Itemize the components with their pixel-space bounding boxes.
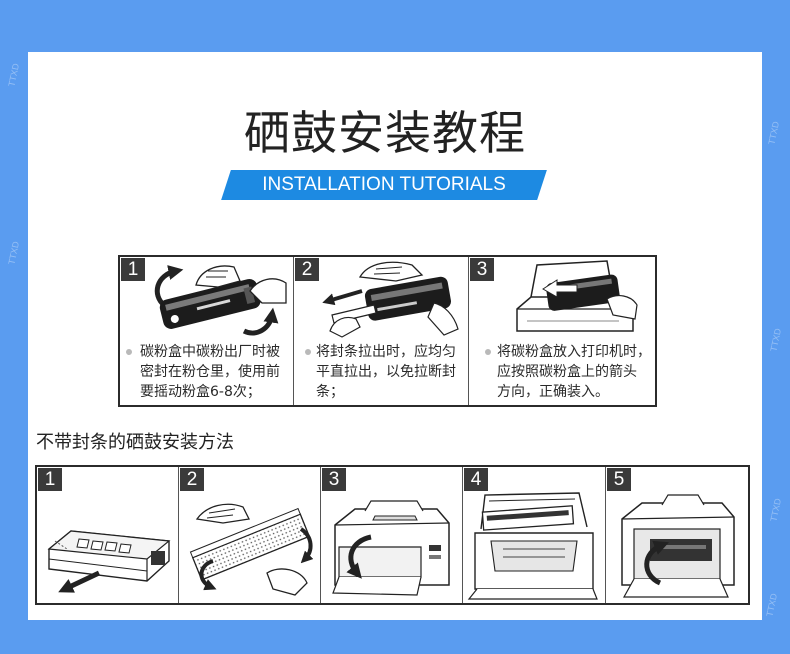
shake-cartridge-illustration: [154, 265, 287, 336]
description-line: 应按照碳粉盒上的箭头: [497, 364, 637, 380]
hand: [266, 568, 308, 596]
step-number-badge: 5: [607, 468, 631, 491]
hand: [358, 261, 424, 282]
toner-cartridge: [159, 279, 261, 329]
hand: [195, 503, 250, 524]
insert-cartridge-illustration: [516, 260, 638, 332]
toner-cartridge: [47, 530, 171, 582]
toner-cartridge: [364, 276, 452, 321]
description-line: 平直拉出，以免拉断封: [316, 364, 456, 380]
arrow-down-left-icon: [58, 570, 101, 593]
step-number-badge: 3: [470, 258, 494, 281]
curved-arrow-icon: [299, 527, 314, 564]
printer: [332, 500, 450, 596]
curved-arrow-icon: [644, 540, 669, 586]
printer-open-illustration: [467, 492, 598, 600]
step-number-badge: 2: [180, 468, 204, 491]
unsealed-step-4: 4: [462, 467, 606, 603]
watermark-text: TTXD: [766, 120, 782, 146]
hand: [606, 295, 638, 320]
remove-tape-illustration: [47, 530, 171, 593]
open-printer-door-illustration: [332, 500, 450, 596]
hand: [249, 278, 287, 304]
unsealed-section-heading: 不带封条的硒鼓安装方法: [36, 432, 234, 453]
hand: [329, 316, 361, 338]
watermark-text: TTXD: [6, 62, 22, 88]
hand: [427, 302, 459, 336]
description-line: 密封在粉仓里，使用前: [140, 364, 280, 380]
unsealed-step-3: 3: [320, 467, 463, 603]
unsealed-step-2: 2: [178, 467, 321, 603]
bullet-dot: [305, 349, 311, 355]
curved-arrow-icon: [154, 265, 184, 307]
watermark-text: TTXD: [764, 592, 780, 618]
description-line: 碳粉盒中碳粉出厂时被: [140, 344, 280, 360]
sealed-step-3: 3 将碳粉盒放入打印机时， 应按照碳粉盒上的箭头 方向，正确装入。: [468, 257, 656, 405]
step-number-badge: 3: [322, 468, 346, 491]
bullet-dot: [485, 349, 491, 355]
watermark-text: TTXD: [768, 497, 784, 523]
cartridge-installed-illustration: [621, 494, 735, 598]
watermark-text: TTXD: [6, 240, 22, 266]
arrow-left-icon: [542, 279, 578, 298]
description-line: 要摇动粉盒6-8次；: [140, 384, 261, 400]
step-number-badge: 4: [464, 468, 488, 491]
curved-arrow-icon: [242, 307, 279, 336]
arrow-left-icon: [322, 289, 363, 306]
pull-seal-illustration: [322, 261, 459, 338]
step-description: 将封条拉出时，应均匀 平直拉出，以免拉断封 条；: [316, 342, 456, 402]
curved-arrow-icon: [199, 559, 217, 591]
unsealed-step-1: 1: [37, 467, 178, 603]
curved-arrow-icon: [346, 534, 372, 579]
toner-cartridge: [650, 539, 712, 561]
sealed-step-2: 2 将封条拉出时，应均匀 平直拉出，以免拉断封 条；: [293, 257, 469, 405]
step-number-badge: 1: [38, 468, 62, 491]
toner-cartridge: [481, 505, 575, 531]
toner-cartridge: [189, 507, 311, 581]
step-description: 将碳粉盒放入打印机时， 应按照碳粉盒上的箭头 方向，正确装入。: [497, 342, 651, 402]
description-line: 将碳粉盒放入打印机时，: [497, 344, 651, 360]
description-line: 条；: [316, 384, 344, 400]
watermark-text: TTXD: [768, 327, 784, 353]
sealed-step-1: 1 碳粉盒中碳粉出厂时被 密封在粉仓里，使用前 要摇动粉盒6-8次；: [120, 257, 293, 405]
unsealed-step-5: 5: [605, 467, 749, 603]
description-line: 将封条拉出时，应均匀: [316, 344, 456, 360]
bullet-dot: [126, 349, 132, 355]
step-number-badge: 2: [295, 258, 319, 281]
subtitle-banner-text: INSTALLATION TUTORIALS: [262, 174, 506, 195]
page-title: 硒鼓安装教程: [244, 106, 526, 160]
step-number-badge: 1: [121, 258, 145, 281]
unsealed-steps-panel: 1 2: [35, 465, 750, 605]
step-description: 碳粉盒中碳粉出厂时被 密封在粉仓里，使用前 要摇动粉盒6-8次；: [140, 342, 280, 402]
shake-cartridge-illustration: [189, 503, 314, 596]
sealed-steps-panel: 1 碳粉盒中碳粉出厂时被 密封在粉仓里，使用前 要摇动粉盒6-8次； 2: [118, 255, 657, 407]
description-line: 方向，正确装入。: [497, 384, 609, 400]
